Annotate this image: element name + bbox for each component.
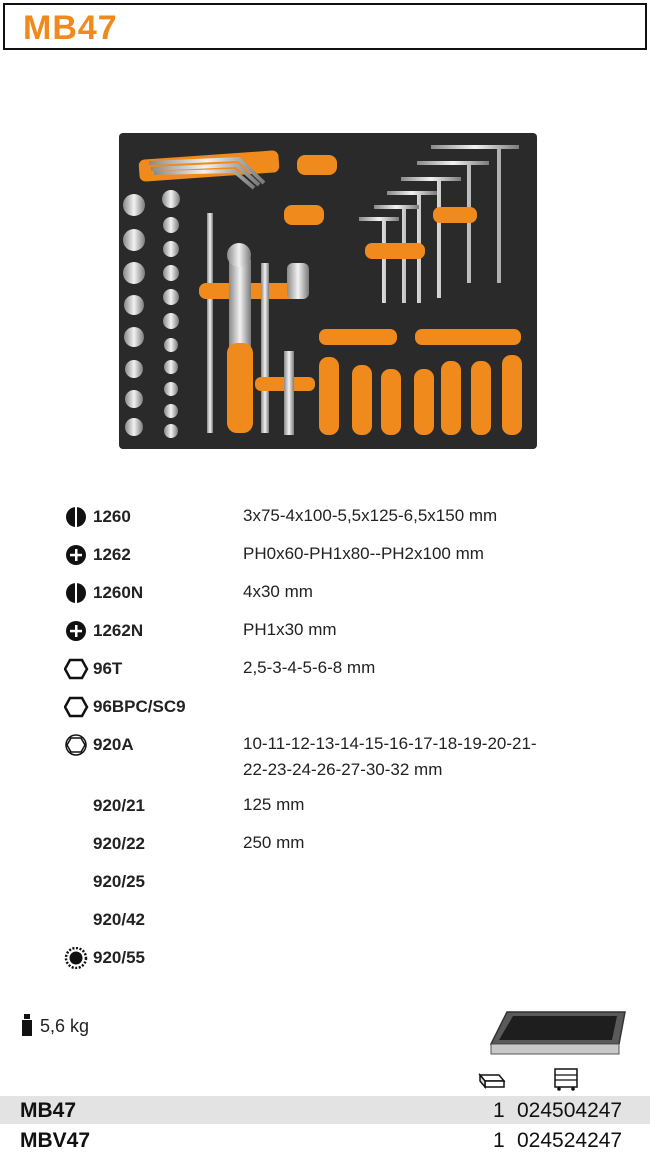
spec-row-920-25: 920/25 [0,870,650,894]
spec-desc: PH1x30 mm [243,620,337,639]
product-row: MB47 1 024504247 [0,1096,650,1124]
spec-code: 1260N [93,583,144,602]
spec-desc: 125 mm [243,795,305,814]
spec-code: 920/55 [93,948,145,967]
product-qty: 1 [493,1129,505,1152]
ratchet-72-teeth-icon [64,947,88,969]
spec-code: 920/21 [93,796,145,815]
slotted-screwdriver-icon [66,583,86,603]
spec-row-96t: 96T 2,5-3-4-5-6-8 mm [0,657,650,681]
spec-code: 1262 [93,545,131,564]
product-code: MB47 [20,1099,77,1122]
phillips-screwdriver-icon [66,545,86,565]
spec-desc: 10-11-12-13-14-15-16-17-18-19-20-21- [243,734,537,753]
spec-code: 920/42 [93,910,145,929]
phillips-screwdriver-icon [66,621,86,641]
weight-icon [22,1014,32,1036]
spec-code: 96T [93,659,123,678]
spec-code: 1260 [93,507,131,526]
weight-value: 5,6 kg [40,1016,90,1036]
slotted-screwdriver-icon [66,507,86,527]
drawer-tray-icon [489,1011,626,1055]
spec-code: 920/25 [93,872,145,891]
spec-desc: 2,5-3-4-5-6-8 mm [243,658,376,677]
product-code: MBV47 [20,1129,91,1152]
spec-row-1262: 1262 PH0x60-PH1x80--PH2x100 mm [0,543,650,567]
spec-desc: 3x75-4x100-5,5x125-6,5x150 mm [243,506,498,525]
spec-row-920-22: 920/22 250 mm [0,832,650,856]
page-title: MB47 [23,9,118,47]
spec-row-920-42: 920/42 [0,908,650,932]
spec-desc: 4x30 mm [243,582,313,601]
spec-code: 96BPC/SC9 [93,697,186,716]
spec-row-1260: 1260 3x75-4x100-5,5x125-6,5x150 mm [0,505,650,529]
spec-row-920a: 920A 10-11-12-13-14-15-16-17-18-19-20-21… [0,733,650,785]
spec-row-920-21: 920/21 125 mm [0,794,650,818]
spec-row-1260n: 1260N 4x30 mm [0,581,650,605]
spec-row-1262n: 1262N PH1x30 mm [0,619,650,643]
tool-trolley-icon [554,1068,578,1091]
product-ean: 024504247 [517,1099,623,1122]
package-icon [478,1072,506,1089]
tool-tray-image [119,133,537,449]
spec-row-96bpc: 96BPC/SC9 [0,695,650,719]
product-qty: 1 [493,1099,505,1122]
spec-desc-continued: 22-23-24-26-27-30-32 mm [243,760,443,779]
spec-code: 1262N [93,621,144,640]
spec-code: 920A [93,735,134,754]
product-row: MBV47 1 024524247 [0,1126,650,1154]
spec-row-920-55: 920/55 [0,946,650,970]
socket-icon [65,734,87,756]
hexagon-key-set-icon [64,696,89,718]
spec-desc: PH0x60-PH1x80--PH2x100 mm [243,544,484,563]
hexagon-key-icon [64,658,89,680]
spec-desc: 250 mm [243,833,305,852]
product-ean: 024524247 [517,1129,623,1152]
title-box: MB47 [3,3,647,50]
spec-code: 920/22 [93,834,145,853]
